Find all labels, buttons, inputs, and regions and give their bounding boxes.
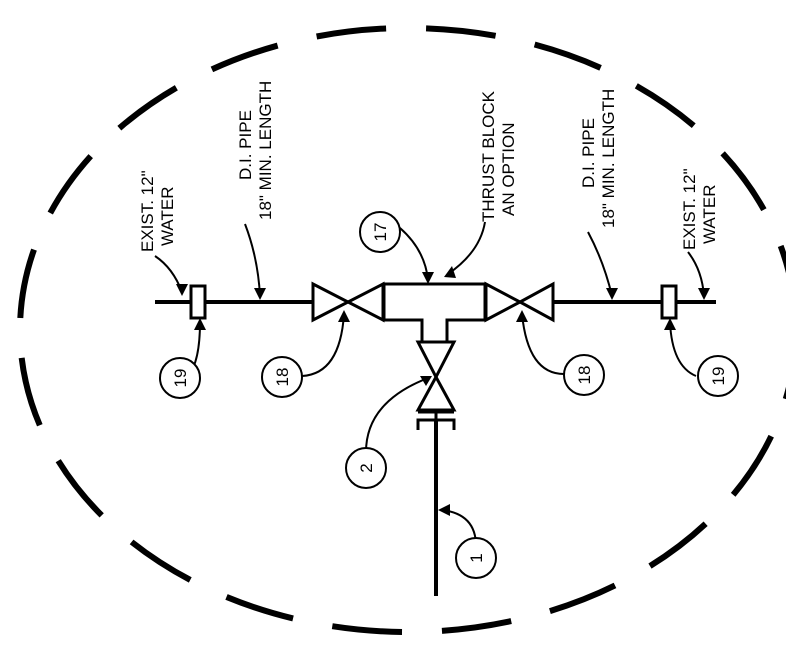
callout-right-pipe-line1: D.I. PIPE <box>579 118 598 188</box>
gate-valve-right <box>484 281 555 323</box>
callout-thrust-block-line1: THRUST BLOCK <box>479 90 498 222</box>
tag-2-circle <box>345 447 387 489</box>
callout-left-pipe-line1: D.I. PIPE <box>236 110 255 180</box>
callout-right-water-line2: WATER <box>700 185 719 245</box>
tag-18-left-circle <box>261 356 303 398</box>
tee-fitting <box>382 282 487 344</box>
leader-arrowheads <box>176 266 710 516</box>
callout-left-water-line1: EXIST. 12" <box>138 170 157 252</box>
callout-right-pipe-line2: 18" MIN. LENGTH <box>599 89 618 228</box>
tag-circles <box>159 211 739 579</box>
tag-18-right-circle <box>563 354 605 396</box>
callout-right-water-line1: EXIST. 12" <box>680 168 699 250</box>
gate-valve-branch <box>415 340 457 412</box>
callout-left-pipe: D.I. PIPE 18" MIN. LENGTH <box>236 81 275 220</box>
callout-left-pipe-line2: 18" MIN. LENGTH <box>256 81 275 220</box>
callout-right-water: EXIST. 12" WATER <box>680 164 719 250</box>
callout-right-pipe: D.I. PIPE 18" MIN. LENGTH <box>579 89 618 228</box>
tag-18-left: 18 <box>273 368 292 387</box>
leader-lines <box>154 221 705 547</box>
callout-thrust-block-line2: AN OPTION <box>499 122 518 216</box>
tag-1: 1 <box>467 553 486 562</box>
tag-1-circle <box>455 537 497 579</box>
coupling-left <box>189 284 207 320</box>
gate-valve-left <box>311 281 385 323</box>
coupling-right <box>660 284 678 320</box>
callout-left-water: EXIST. 12" WATER <box>138 166 177 252</box>
tag-19-right: 19 <box>709 367 728 386</box>
tag-2: 2 <box>357 463 376 472</box>
tag-17-circle <box>359 211 401 253</box>
tag-19-left: 19 <box>171 369 190 388</box>
tag-19-right-circle <box>697 355 739 397</box>
callout-thrust-block: THRUST BLOCK AN OPTION <box>479 86 518 222</box>
tag-18-right: 18 <box>575 366 594 385</box>
tag-19-left-circle <box>159 357 201 399</box>
callout-left-water-line2: WATER <box>158 187 177 247</box>
tag-17: 17 <box>371 223 390 242</box>
